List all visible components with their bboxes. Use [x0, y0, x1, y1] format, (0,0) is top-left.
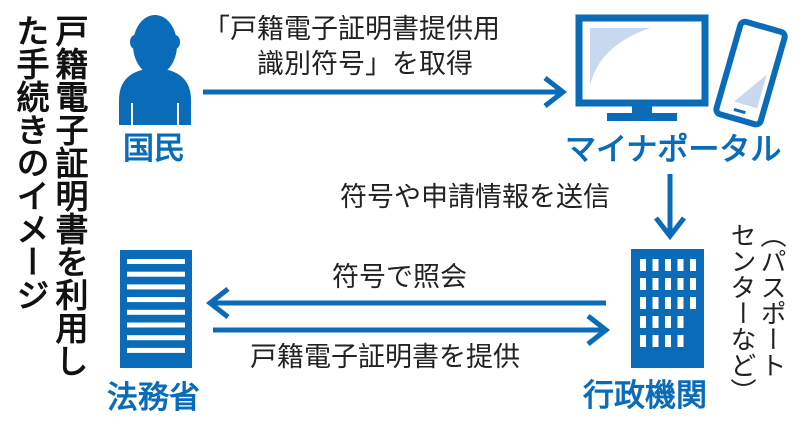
window — [652, 278, 659, 290]
person-icon — [119, 15, 191, 125]
stripe — [127, 259, 185, 264]
stripe — [127, 335, 185, 341]
window — [665, 316, 671, 328]
window — [665, 259, 671, 271]
agency-note-line-1: （パスポート — [756, 222, 786, 378]
window — [690, 259, 696, 271]
arrow-obtain — [203, 76, 568, 108]
citizen-label: 国民 — [123, 131, 185, 167]
query-text: 符号で照会 — [332, 262, 467, 293]
window — [690, 297, 696, 309]
window — [640, 297, 646, 309]
arrow-provide — [213, 314, 611, 346]
window — [652, 259, 659, 271]
office-building-icon — [631, 249, 704, 368]
stripe — [127, 284, 185, 290]
window — [652, 316, 659, 328]
smartphone-icon — [713, 18, 788, 128]
window — [652, 297, 659, 309]
title-line-1: 戸籍電子証明書を利用し — [50, 14, 89, 377]
agency-label: 行政機関 — [583, 378, 707, 414]
agency-note-line-2: センターなど） — [726, 222, 756, 404]
window — [665, 297, 671, 309]
stripe — [127, 297, 185, 303]
arrow-send — [654, 174, 686, 241]
provide-text: 戸籍電子証明書を提供 — [250, 342, 520, 373]
window — [677, 278, 684, 290]
window — [640, 259, 646, 271]
window — [640, 278, 646, 290]
window — [652, 335, 659, 347]
window — [665, 278, 671, 290]
stripe — [127, 271, 185, 277]
stripe — [127, 347, 185, 353]
window — [677, 335, 684, 347]
obtain-text-line-1: 「戸籍電子証明書提供用 — [203, 14, 500, 45]
window — [665, 335, 671, 347]
window — [677, 259, 684, 271]
portal-label: マイナポータル — [565, 132, 782, 168]
send-text: 符号や申請情報を送信 — [340, 182, 610, 213]
stripe — [127, 322, 185, 328]
window — [677, 316, 684, 328]
ministry-label: 法務省 — [107, 380, 200, 416]
window — [690, 278, 696, 290]
arrow-query — [205, 287, 606, 319]
monitor-icon — [575, 14, 709, 121]
window — [640, 335, 646, 347]
obtain-text-line-2: 識別符号」を取得 — [257, 49, 473, 80]
window — [640, 316, 646, 328]
window — [677, 297, 684, 309]
ministry-building-icon — [120, 250, 192, 368]
stripe — [127, 309, 185, 315]
title-line-2: た手続きのイメージ — [11, 14, 50, 311]
